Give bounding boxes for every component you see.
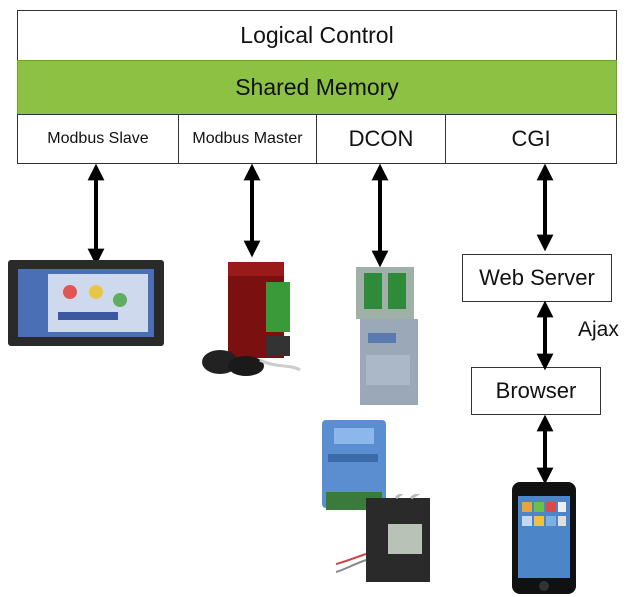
io-module-image xyxy=(356,267,418,405)
modbus-master-cell: Modbus Master xyxy=(178,114,317,164)
smartphone-image xyxy=(512,482,576,594)
power-meter-image xyxy=(202,262,301,376)
modbus-slave-cell: Modbus Slave xyxy=(17,114,179,164)
hmi-panel-image xyxy=(8,260,164,346)
browser-box: Browser xyxy=(471,367,601,415)
ajax-label: Ajax xyxy=(578,318,619,341)
web-server-box: Web Server xyxy=(462,254,612,302)
cgi-cell: CGI xyxy=(445,114,617,164)
sensor-device-image xyxy=(336,494,430,582)
dcon-cell: DCON xyxy=(316,114,446,164)
logical-control-box: Logical Control xyxy=(17,10,617,61)
